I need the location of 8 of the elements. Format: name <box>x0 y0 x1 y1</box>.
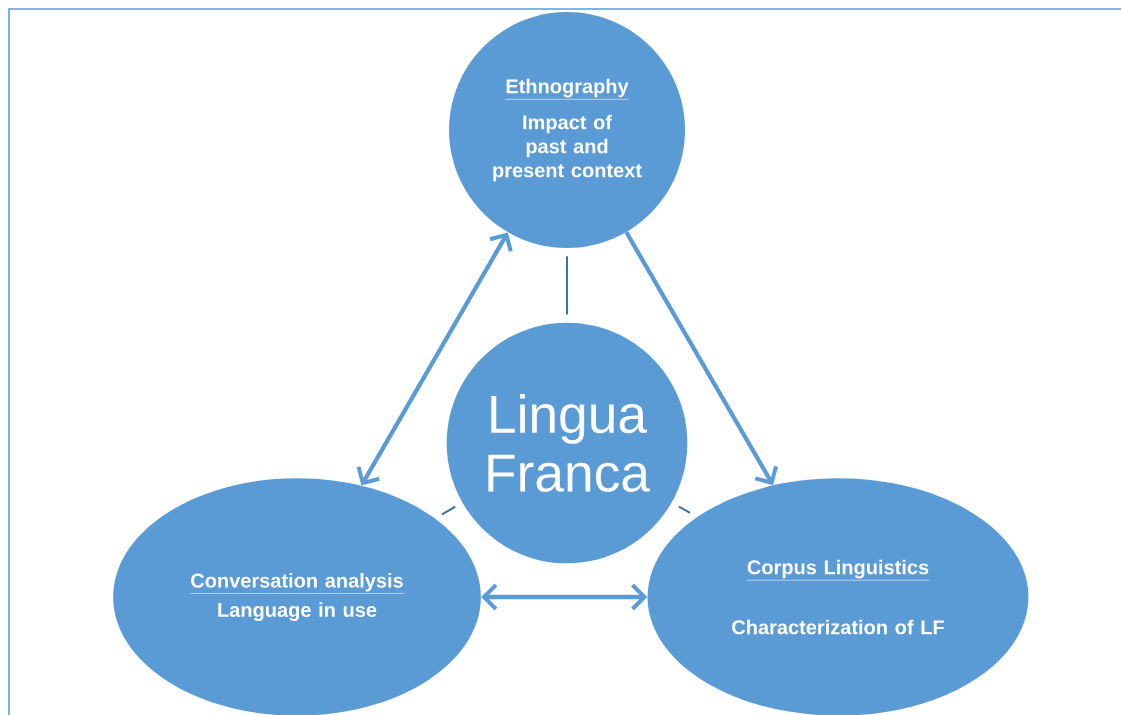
circle-node: Lingua Franca <box>446 322 688 564</box>
arrow <box>624 231 778 486</box>
circle-node: Ethnography Impact of past and present context <box>449 12 685 248</box>
connector-line <box>677 505 692 514</box>
connector-line <box>440 505 457 516</box>
arrow <box>481 583 648 611</box>
arrow <box>356 232 513 486</box>
connector-line <box>566 255 568 316</box>
